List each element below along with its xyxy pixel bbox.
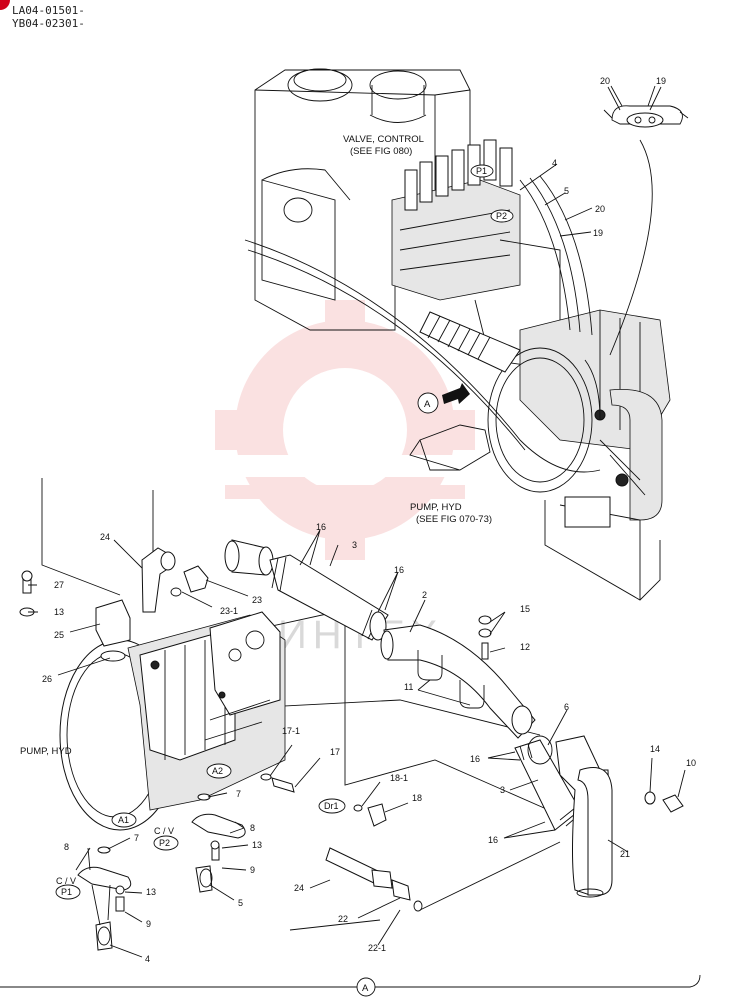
part-5a: 5 <box>564 186 569 196</box>
part-8a: 8 <box>250 823 255 833</box>
part-7b: 7 <box>134 833 139 843</box>
port-p2: P2 <box>159 838 170 848</box>
part-19b: 19 <box>593 228 603 238</box>
serial-range-2: YB04-02301- <box>12 17 85 30</box>
callout-pump-hyd: PUMP, HYD <box>410 502 462 513</box>
part-24a: 24 <box>100 532 110 542</box>
part-17: 17 <box>330 747 340 757</box>
part-14: 14 <box>650 744 660 754</box>
part-16a: 16 <box>316 522 326 532</box>
view-arrow-icon <box>442 383 470 404</box>
lower-assembly <box>0 478 701 997</box>
serial-range-1: LA04-01501- <box>12 4 85 17</box>
part-13c: 13 <box>146 887 156 897</box>
callout-pump-main: PUMP, HYD <box>20 746 72 757</box>
part-3b: 3 <box>500 785 505 795</box>
part-22-1: 22-1 <box>368 943 386 953</box>
part-21: 21 <box>620 849 630 859</box>
view-a-label: A <box>424 399 431 410</box>
cv-label-p1: C / V <box>56 876 76 886</box>
callout-pump-fig: (SEE FIG 070-73) <box>416 514 492 525</box>
part-3a: 3 <box>352 540 357 550</box>
view-a-bottom-marker <box>356 977 376 997</box>
cv-label-p2: C / V <box>154 826 174 836</box>
part-6: 6 <box>564 702 569 712</box>
part-27: 27 <box>54 580 64 590</box>
part-23-1: 23-1 <box>220 606 238 616</box>
part-18-1: 18-1 <box>390 773 408 783</box>
part-17-1: 17-1 <box>282 726 300 736</box>
callout-valve-control: VALVE, CONTROL <box>343 134 424 145</box>
part-7a: 7 <box>236 789 241 799</box>
watermark-gear-icon <box>215 300 475 560</box>
part-16c: 16 <box>470 754 480 764</box>
view-a-bottom-label: A <box>362 983 369 994</box>
port-p1-top: P1 <box>476 166 487 176</box>
part-13b: 13 <box>252 840 262 850</box>
port-p2-top: P2 <box>496 211 507 221</box>
part-20b: 20 <box>595 204 605 214</box>
part-15: 15 <box>520 604 530 614</box>
port-a2: A2 <box>212 766 223 776</box>
part-4b: 4 <box>145 954 150 964</box>
part-22: 22 <box>338 914 348 924</box>
part-16b: 16 <box>394 565 404 575</box>
view-a-marker <box>417 392 439 414</box>
part-26: 26 <box>42 674 52 684</box>
part-13a: 13 <box>54 607 64 617</box>
part-11: 11 <box>404 682 413 692</box>
leader-lines <box>28 85 686 958</box>
part-9b: 9 <box>146 919 151 929</box>
part-20a: 20 <box>600 76 610 86</box>
part-25: 25 <box>54 630 64 640</box>
part-numbers: 20 19 4 5 20 19 24 27 13 25 26 23-1 23 1… <box>42 76 696 964</box>
clamp-detail <box>603 86 689 128</box>
part-2: 2 <box>422 590 427 600</box>
part-24b: 24 <box>294 883 304 893</box>
corner-mark <box>0 0 10 10</box>
part-9a: 9 <box>250 865 255 875</box>
callout-labels: VALVE, CONTROL (SEE FIG 080) PUMP, HYD (… <box>20 134 492 994</box>
port-tags: P1 P2 A2 A1 Dr1 C / V P2 C / V P1 <box>55 164 514 900</box>
part-18: 18 <box>412 793 422 803</box>
part-19a: 19 <box>656 76 666 86</box>
part-5b: 5 <box>238 898 243 908</box>
part-4a: 4 <box>552 158 557 168</box>
port-dr1: Dr1 <box>324 801 339 811</box>
part-23: 23 <box>252 595 262 605</box>
port-a1: A1 <box>118 815 129 825</box>
part-8b: 8 <box>64 842 69 852</box>
part-12: 12 <box>520 642 530 652</box>
upper-assembly <box>244 68 671 601</box>
port-p1: P1 <box>61 887 72 897</box>
block-25 <box>95 599 131 647</box>
part-16d: 16 <box>488 835 498 845</box>
hose-ribs <box>427 315 491 360</box>
part-10: 10 <box>686 758 696 768</box>
callout-valve-fig: (SEE FIG 080) <box>350 146 412 157</box>
